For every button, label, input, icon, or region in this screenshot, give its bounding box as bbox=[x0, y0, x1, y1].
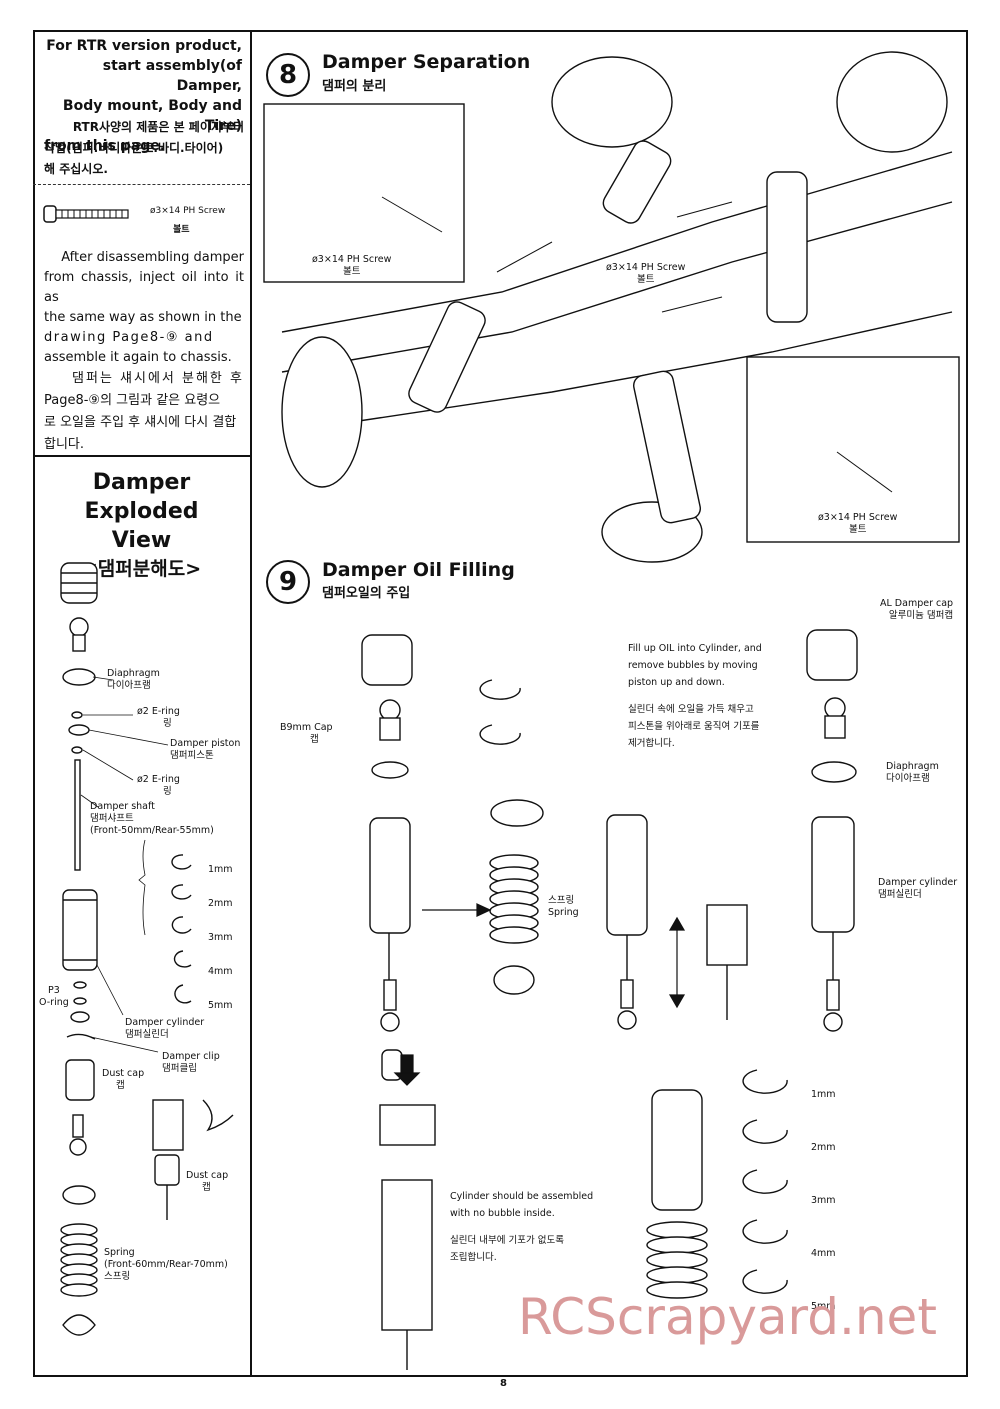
step9-number: 9 bbox=[266, 560, 310, 604]
intro-kr: RTR사양의 제품은 본 페이지부터 작업(댐퍼.바디마운트.바디.타이어) 해… bbox=[44, 120, 244, 176]
instructions-en: After disassembling damper from chassis,… bbox=[44, 250, 244, 365]
step8-number: 8 bbox=[266, 53, 310, 97]
step9-title-kr: 댐퍼오일의 주입 bbox=[322, 586, 411, 601]
step8-chassis-drawing bbox=[263, 51, 960, 563]
step8-title-kr: 댐퍼의 분리 bbox=[322, 79, 387, 94]
step9-oil-drawing bbox=[361, 629, 858, 1370]
screw-icon bbox=[43, 205, 129, 223]
step9-title: Damper Oil Filling bbox=[322, 559, 515, 581]
watermark: RCScrapyard.net bbox=[518, 1288, 937, 1346]
column-divider bbox=[250, 30, 252, 1377]
intro-en: For RTR version product, start assembly(… bbox=[44, 38, 242, 154]
screw-label-kr: 볼트 bbox=[173, 225, 190, 235]
instructions-kr: 댐퍼는 섀시에서 분해한 후 Page8-⑨의 그림과 같은 요령으 로 오일을… bbox=[44, 371, 244, 452]
intro-divider bbox=[33, 184, 250, 185]
page-number: 8 bbox=[500, 1378, 507, 1389]
exploded-divider bbox=[33, 455, 250, 457]
spring-label: Spring(Front-60mm/Rear-70mm)스프링 bbox=[104, 1247, 228, 1282]
step8-title: Damper Separation bbox=[322, 51, 531, 73]
exploded-view-drawing bbox=[60, 562, 234, 1336]
exploded-title: Damper Exploded View <댐퍼분해도> bbox=[81, 470, 202, 580]
page-frame bbox=[33, 30, 968, 1377]
screw-label: ø3×14 PH Screw bbox=[150, 206, 226, 216]
